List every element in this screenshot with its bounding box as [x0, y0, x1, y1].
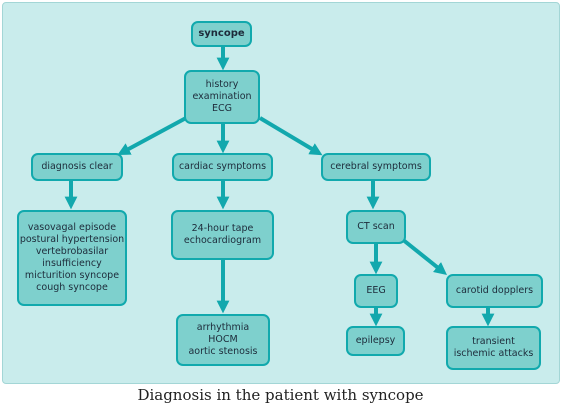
node-clear-line-2: postural hypertension [19, 234, 125, 245]
node-clear-diagnoses: vasovagal episode postural hypertension … [17, 210, 127, 306]
node-clear-line-6: cough syncope [36, 282, 108, 293]
node-clear-line-1: vasovagal episode [27, 222, 117, 233]
node-cerebral-symptoms-text: cerebral symptoms [330, 161, 422, 172]
node-cardiac-symptoms: cardiac symptoms [172, 153, 273, 181]
node-cardiac-dx-line-2: HOCM [208, 334, 238, 345]
node-tia-line-1: transient [472, 336, 515, 347]
node-epilepsy-text: epilepsy [355, 335, 396, 346]
arrow-initial-to-cerebral [258, 116, 323, 156]
node-cardiac-symptoms-text: cardiac symptoms [178, 161, 267, 172]
node-ct-scan-text: CT scan [357, 221, 395, 232]
node-cardiac-dx-line-3: aortic stenosis [188, 346, 258, 357]
node-cardiac-dx-line-1: arrhythmia [196, 322, 250, 333]
diagram-panel [2, 2, 560, 384]
node-initial-line-3: ECG [212, 103, 232, 114]
node-tape-line-2: echocardiogram [183, 235, 262, 246]
node-initial-line-1: history [205, 79, 239, 90]
node-carotid-dopplers: carotid dopplers [446, 274, 543, 308]
node-clear-line-3: vertebrobasilar [35, 246, 109, 257]
node-diagnosis-clear-text: diagnosis clear [41, 161, 113, 172]
node-eeg-text: EEG [366, 285, 386, 296]
node-tia: transient ischemic attacks [446, 326, 541, 370]
node-initial-assessment: history examination ECG [184, 70, 260, 124]
node-carotid-dopplers-text: carotid dopplers [455, 285, 534, 296]
node-tape-line-1: 24-hour tape [191, 223, 254, 234]
node-initial-line-2: examination [192, 91, 252, 102]
node-cerebral-symptoms: cerebral symptoms [321, 153, 431, 181]
node-epilepsy: epilepsy [346, 326, 405, 356]
node-cardiac-diagnoses: arrhythmia HOCM aortic stenosis [176, 314, 270, 366]
node-diagnosis-clear: diagnosis clear [31, 153, 123, 181]
node-eeg: EEG [354, 274, 398, 308]
node-tape-echo: 24-hour tape echocardiogram [171, 210, 274, 260]
figure-caption: Diagnosis in the patient with syncope [137, 386, 424, 404]
node-syncope: syncope [191, 21, 252, 47]
arrow-ct-to-carotid [400, 237, 447, 275]
node-clear-line-5: micturition syncope [24, 270, 120, 281]
node-ct-scan: CT scan [346, 210, 406, 244]
node-tia-line-2: ischemic attacks [453, 348, 534, 359]
arrow-initial-to-diagnosis-clear [117, 116, 187, 156]
node-clear-line-4: insufficiency [42, 258, 102, 269]
node-syncope-text: syncope [198, 28, 245, 39]
